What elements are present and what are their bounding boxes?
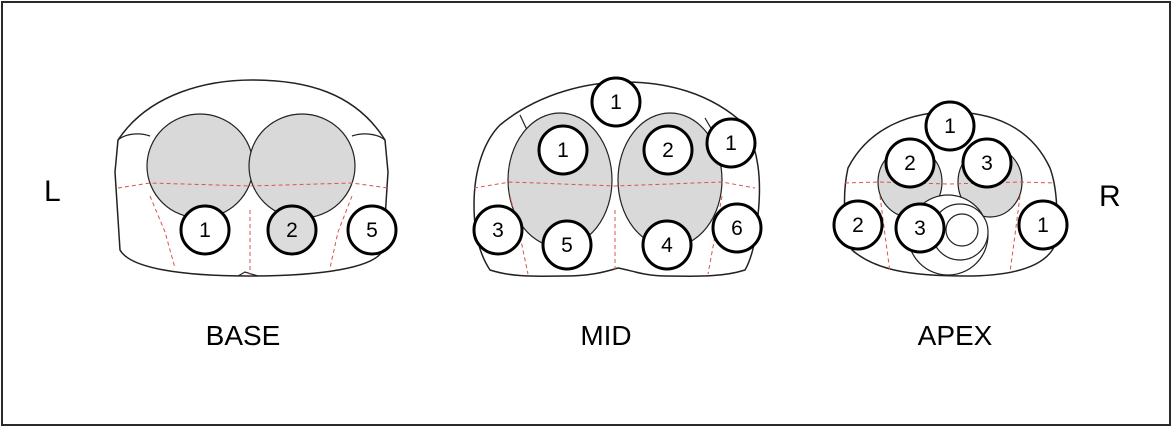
mid-marker-label: 3 xyxy=(492,219,504,242)
mid-marker-label: 4 xyxy=(661,234,673,257)
mid-marker-circle xyxy=(541,219,593,271)
mid-marker-5: 3 xyxy=(472,204,524,256)
apex-marker-circle xyxy=(884,137,936,189)
base-marker-circle xyxy=(266,204,318,256)
apex-marker-label: 2 xyxy=(852,214,864,237)
apex-urethra-inner xyxy=(945,213,979,247)
apex-section-label: APEX xyxy=(917,320,993,351)
mid-section xyxy=(473,81,761,277)
base-marker-3: 5 xyxy=(346,204,398,256)
mid-marker-label: 1 xyxy=(557,139,569,162)
mid-marker-label: 2 xyxy=(662,139,674,162)
mid-marker-2: 1 xyxy=(537,124,589,176)
apex-marker-5: 3 xyxy=(894,202,946,254)
apex-marker-label: 3 xyxy=(981,152,993,175)
base-left-lobe xyxy=(146,113,254,219)
base-zone-dividers xyxy=(117,182,389,276)
base-section xyxy=(114,79,389,277)
mid-marker-8: 6 xyxy=(711,202,763,254)
mid-zone-dividers xyxy=(473,181,756,275)
apex-marker-label: 1 xyxy=(1037,214,1049,237)
mid-marker-label: 1 xyxy=(725,132,737,155)
mid-marker-1: 1 xyxy=(590,76,642,128)
apex-marker-circle xyxy=(832,199,884,251)
apex-marker-2: 2 xyxy=(884,137,936,189)
base-marker-1: 1 xyxy=(179,204,231,256)
base-marker-circle xyxy=(346,204,398,256)
apex-marker-label: 3 xyxy=(914,217,926,240)
left-orientation-label: L xyxy=(44,175,61,208)
base-inner-band-right xyxy=(351,133,386,141)
right-orientation-label: R xyxy=(1099,180,1121,213)
apex-marker-6: 1 xyxy=(1017,199,1069,251)
mid-marker-label: 5 xyxy=(561,234,573,257)
apex-marker-circle xyxy=(924,100,976,152)
mid-marker-label: 1 xyxy=(610,91,622,114)
mid-marker-circle xyxy=(705,117,757,169)
apex-marker-label: 1 xyxy=(944,115,956,138)
mid-marker-circle xyxy=(641,219,693,271)
mid-marker-3: 2 xyxy=(642,124,694,176)
apex-marker-3: 3 xyxy=(961,137,1013,189)
mid-marker-6: 5 xyxy=(541,219,593,271)
mid-marker-circle xyxy=(590,76,642,128)
apex-zone-dividers xyxy=(844,181,1056,273)
base-marker-circle xyxy=(179,204,231,256)
marker-layer: 1 2 5 1 1 2 1 3 5 4 6 1 2 3 2 3 1 xyxy=(179,76,1069,271)
base-right-lobe xyxy=(248,113,356,219)
mid-marker-circle xyxy=(642,124,694,176)
apex-marker-1: 1 xyxy=(924,100,976,152)
apex-marker-circle xyxy=(894,202,946,254)
base-marker-label: 1 xyxy=(199,219,211,242)
apex-marker-label: 2 xyxy=(904,152,916,175)
base-inner-band-left xyxy=(117,133,151,141)
mid-marker-4: 1 xyxy=(705,117,757,169)
mid-section-label: MID xyxy=(580,320,632,351)
base-notch xyxy=(237,271,259,277)
mid-marker-circle xyxy=(537,124,589,176)
apex-marker-circle xyxy=(961,137,1013,189)
mid-marker-circle xyxy=(711,202,763,254)
mid-marker-label: 6 xyxy=(731,217,743,240)
mid-marker-circle xyxy=(472,204,524,256)
apex-marker-circle xyxy=(1017,199,1069,251)
apex-marker-4: 2 xyxy=(832,199,884,251)
base-section-label: BASE xyxy=(205,320,281,351)
base-marker-2: 2 xyxy=(266,204,318,256)
mid-marker-7: 4 xyxy=(641,219,693,271)
base-marker-label: 2 xyxy=(286,219,298,242)
base-marker-label: 5 xyxy=(366,219,378,242)
